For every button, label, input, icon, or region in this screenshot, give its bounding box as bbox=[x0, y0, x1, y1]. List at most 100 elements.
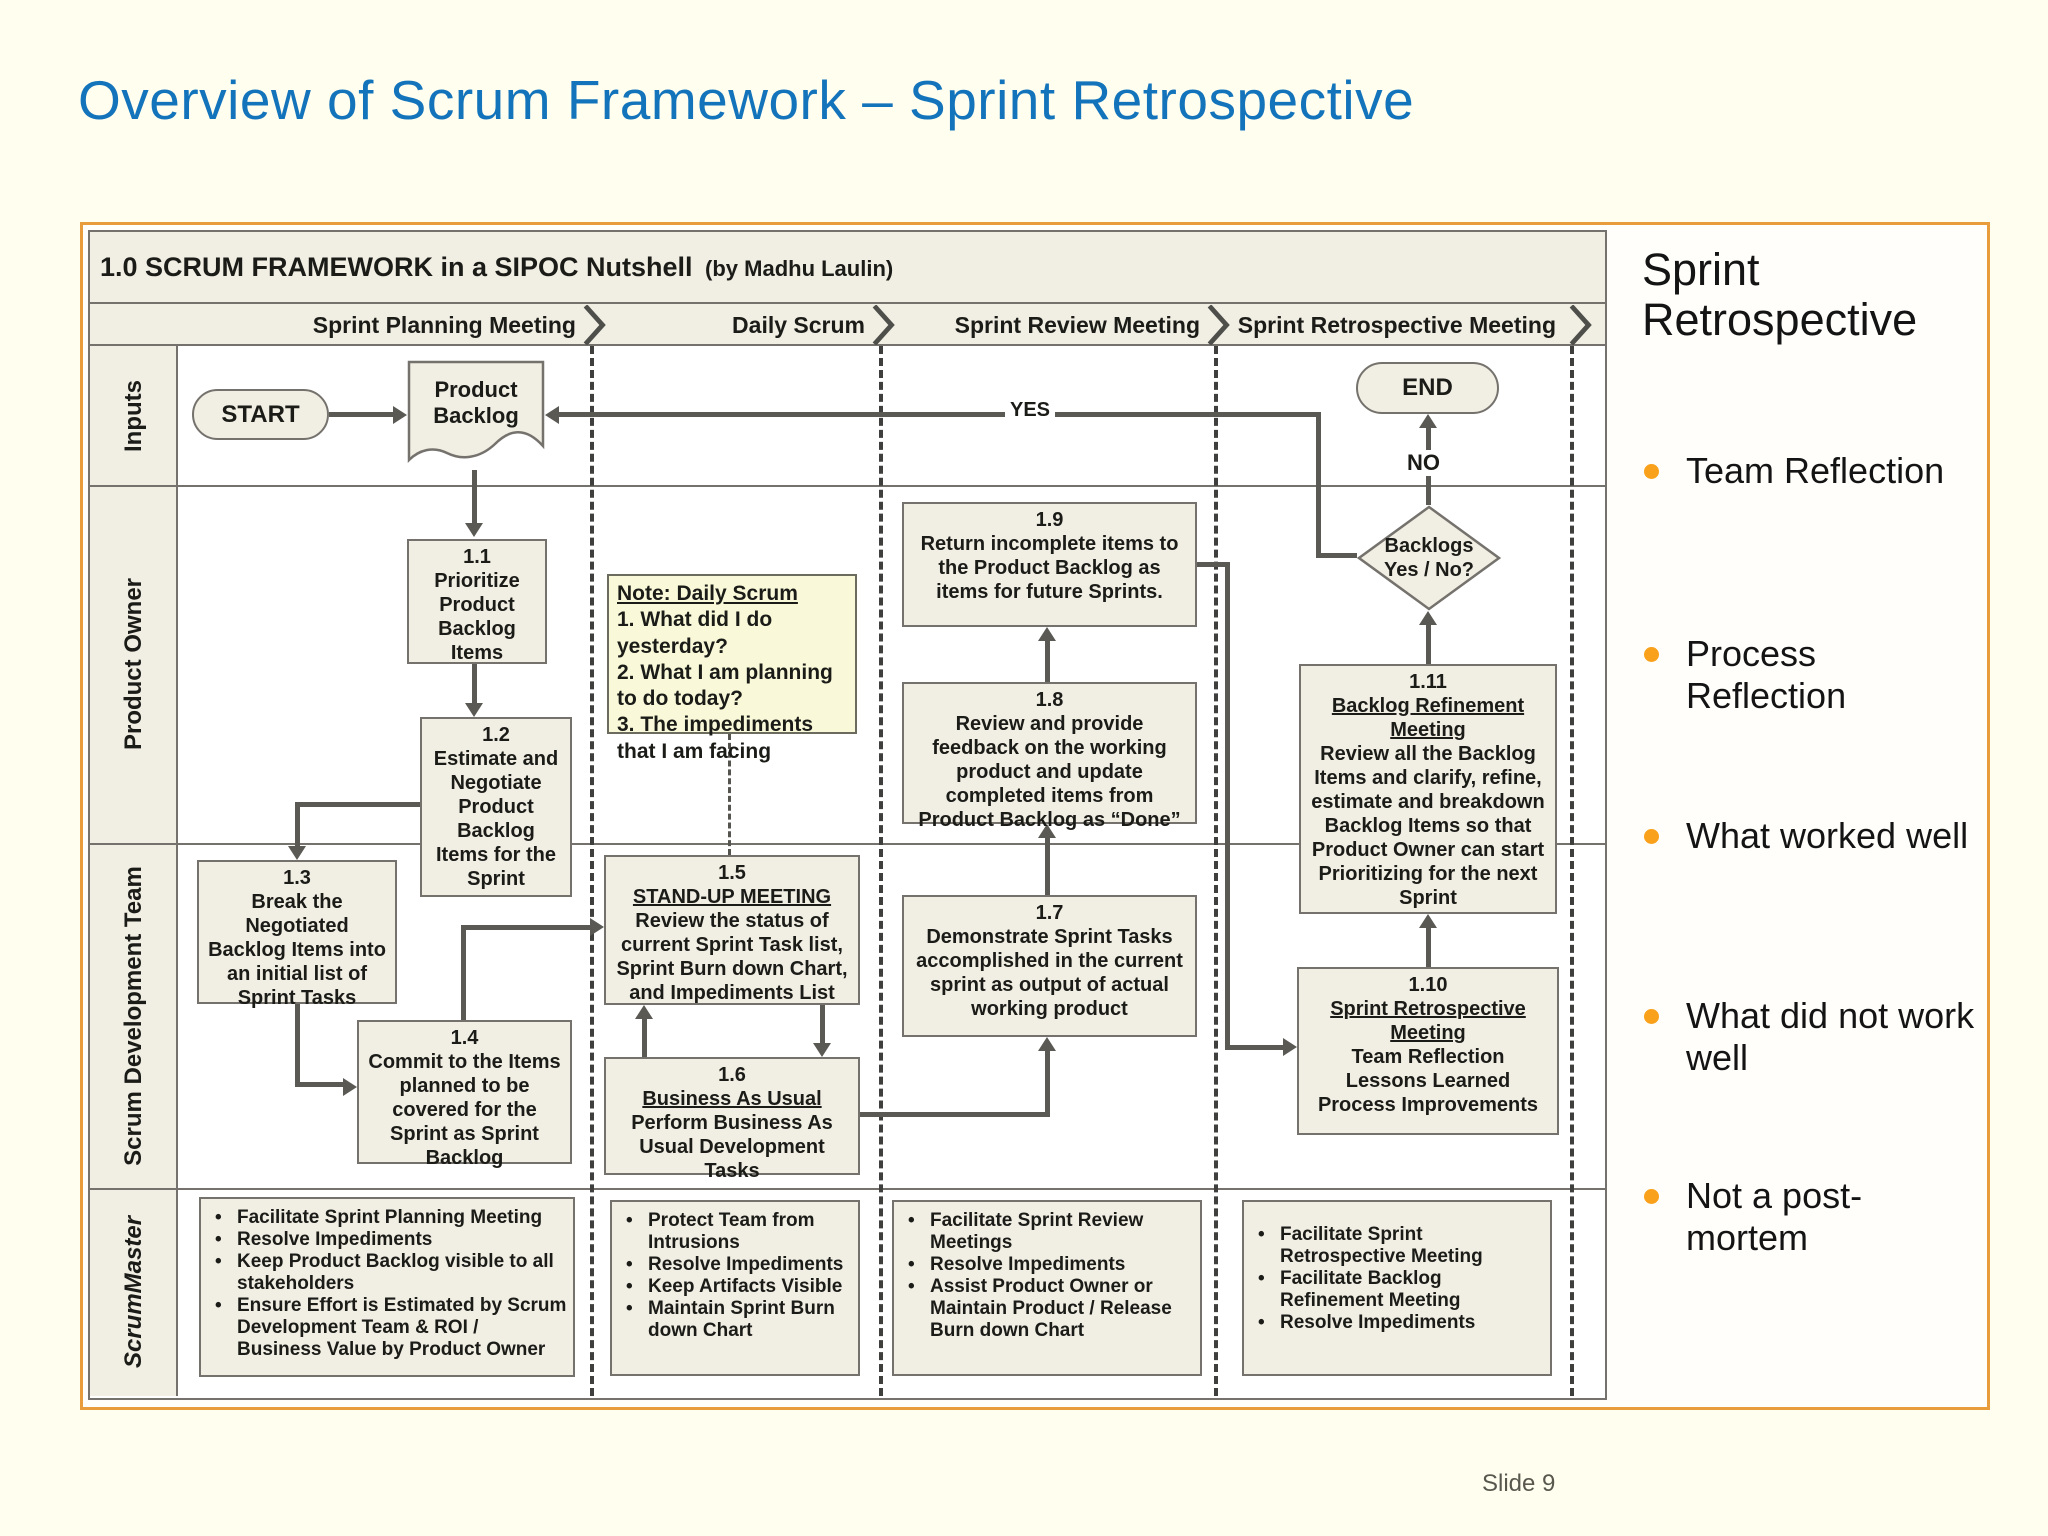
yes-label: YES bbox=[1005, 398, 1056, 422]
list-item: 2. What I am planning to do today? bbox=[617, 660, 833, 710]
phase-header-bar: Sprint Planning Meeting Daily Scrum Spri… bbox=[90, 304, 1605, 346]
flow-line bbox=[559, 412, 1321, 417]
node-number: 1.11 bbox=[1409, 671, 1447, 693]
list-item: 1. What did I do yesterday? bbox=[617, 608, 773, 658]
arrowhead-icon bbox=[288, 846, 306, 860]
chevron-icon bbox=[872, 305, 895, 345]
list-item: 3. The impediments that I am facing bbox=[617, 713, 814, 763]
note-title: Note: Daily Scrum bbox=[617, 582, 798, 605]
flow-line bbox=[1316, 553, 1357, 558]
list-item: Facilitate Backlog Refinement Meeting bbox=[1250, 1268, 1544, 1312]
arrowhead-icon bbox=[393, 406, 407, 424]
flow-line bbox=[642, 1019, 647, 1057]
node-text: Prioritize Product Backlog Items bbox=[434, 570, 520, 664]
phase-label-sprint-retrospective: Sprint Retrospective Meeting bbox=[1237, 312, 1556, 338]
node-1-10: 1.10 Sprint Retrospective Meeting Team R… bbox=[1297, 967, 1559, 1135]
flow-line bbox=[295, 802, 420, 807]
node-1-6: 1.6 Business As Usual Perform Business A… bbox=[604, 1057, 860, 1182]
arrowhead-icon bbox=[545, 406, 559, 424]
flow-line bbox=[295, 1082, 343, 1087]
arrowhead-icon bbox=[1419, 414, 1437, 428]
list-item: Protect Team from Intrusions bbox=[618, 1210, 852, 1254]
node-number: 1.2 bbox=[482, 724, 510, 746]
arrowhead-icon bbox=[1283, 1038, 1297, 1056]
node-text: Review and provide feedback on the worki… bbox=[918, 713, 1181, 831]
diagram-header-title: 1.0 SCRUM FRAMEWORK in a SIPOC Nutshell bbox=[100, 252, 693, 282]
arrowhead-icon bbox=[1419, 611, 1437, 625]
lane-divider bbox=[90, 1188, 1605, 1190]
node-number: 1.4 bbox=[450, 1027, 479, 1049]
swimlane-label-scrummaster: ScrumMaster bbox=[120, 1215, 147, 1369]
node-product-backlog-shape bbox=[407, 360, 545, 464]
arrowhead-icon bbox=[1038, 1037, 1056, 1051]
flow-line bbox=[1316, 412, 1321, 558]
node-start: START bbox=[192, 389, 329, 440]
flow-line bbox=[329, 412, 393, 417]
diagram-header: 1.0 SCRUM FRAMEWORK in a SIPOC Nutshell … bbox=[90, 232, 1605, 304]
scrummaster-list-review: Facilitate Sprint Review MeetingsResolve… bbox=[892, 1200, 1202, 1376]
sidebar: Sprint Retrospective Team Reflection Pro… bbox=[1630, 225, 1980, 1405]
arrowhead-icon bbox=[465, 523, 483, 537]
node-text: Demonstrate Sprint Tasks accomplished in… bbox=[916, 926, 1183, 1020]
scrummaster-list-daily: Protect Team from IntrusionsResolve Impe… bbox=[610, 1200, 860, 1376]
sidebar-bullet-what-worked-well: What worked well bbox=[1630, 815, 1975, 857]
swimlane-label-inputs: Inputs bbox=[120, 379, 147, 452]
node-end: END bbox=[1356, 362, 1499, 414]
arrowhead-icon bbox=[590, 918, 604, 936]
phase-label-sprint-planning: Sprint Planning Meeting bbox=[312, 312, 576, 338]
phase-label-sprint-review: Sprint Review Meeting bbox=[954, 312, 1200, 338]
flow-line bbox=[860, 1112, 1050, 1117]
flow-line bbox=[472, 470, 477, 523]
chevron-icon bbox=[1207, 305, 1230, 345]
arrowhead-icon bbox=[1419, 914, 1437, 928]
no-label: NO bbox=[1402, 450, 1445, 477]
node-1-4: 1.4 Commit to the Items planned to be co… bbox=[357, 1020, 572, 1169]
sidebar-bullet-what-did-not-work: What did not work well bbox=[1630, 995, 1975, 1079]
flow-line bbox=[461, 925, 590, 930]
note-daily-scrum: Note: Daily Scrum 1. What did I do yeste… bbox=[607, 574, 857, 763]
node-number: 1.3 bbox=[283, 867, 311, 889]
list-item: Keep Product Backlog visible to all stak… bbox=[207, 1251, 567, 1295]
decision-backlogs: Backlogs Yes / No? bbox=[1383, 535, 1475, 581]
flow-line bbox=[1045, 1051, 1050, 1115]
node-number: 1.7 bbox=[1035, 902, 1064, 924]
flow-line bbox=[1426, 928, 1431, 967]
flow-line bbox=[1225, 1045, 1283, 1050]
list-item: Lessons Learned bbox=[1345, 1070, 1511, 1092]
swimlane-label-product-owner: Product Owner bbox=[120, 577, 147, 751]
node-1-11: 1.11 Backlog Refinement Meeting Review a… bbox=[1299, 664, 1557, 914]
chevron-icon bbox=[1569, 305, 1592, 345]
node-number: 1.10 bbox=[1408, 974, 1448, 996]
node-number: 1.9 bbox=[1035, 509, 1064, 531]
phase-divider bbox=[590, 346, 594, 1396]
sidebar-bullet-process-reflection: Process Reflection bbox=[1630, 633, 1975, 717]
flow-line bbox=[295, 802, 300, 846]
swimlane-label-scrum-dev-team: Scrum Development Team bbox=[120, 865, 147, 1166]
node-1-5: 1.5 STAND-UP MEETING Review the status o… bbox=[604, 855, 860, 1005]
list-item: Ensure Effort is Estimated by Scrum Deve… bbox=[207, 1295, 567, 1361]
node-1-1: 1.1 Prioritize Product Backlog Items bbox=[407, 539, 547, 664]
list-item: Assist Product Owner or Maintain Product… bbox=[900, 1276, 1194, 1342]
arrowhead-icon bbox=[813, 1043, 831, 1057]
node-1-7: 1.7 Demonstrate Sprint Tasks accomplishe… bbox=[902, 895, 1197, 1037]
flow-line bbox=[1426, 625, 1431, 664]
swimlane-column bbox=[90, 346, 178, 1396]
phase-divider bbox=[1570, 346, 1574, 1396]
node-text: Return incomplete items to the Product B… bbox=[920, 533, 1179, 603]
phase-label-daily-scrum: Daily Scrum bbox=[732, 312, 865, 338]
node-text: Review all the Backlog Items and clarify… bbox=[1311, 743, 1545, 909]
node-title: STAND-UP MEETING bbox=[632, 886, 832, 908]
node-text: Estimate and Negotiate Product Backlog I… bbox=[433, 748, 559, 890]
arrowhead-icon bbox=[635, 1005, 653, 1019]
page-title: Overview of Scrum Framework – Sprint Ret… bbox=[78, 69, 1415, 131]
sipoc-diagram: 1.0 SCRUM FRAMEWORK in a SIPOC Nutshell … bbox=[88, 230, 1607, 1400]
flow-line bbox=[1197, 562, 1230, 567]
node-text: Break the Negotiated Backlog Items into … bbox=[208, 891, 386, 1009]
phase-divider bbox=[879, 346, 883, 1396]
node-product-backlog: Product Backlog bbox=[433, 376, 519, 428]
node-1-3: 1.3 Break the Negotiated Backlog Items i… bbox=[197, 860, 397, 1009]
node-number: 1.1 bbox=[463, 546, 491, 568]
node-text: Review the status of current Sprint Task… bbox=[616, 910, 848, 1004]
